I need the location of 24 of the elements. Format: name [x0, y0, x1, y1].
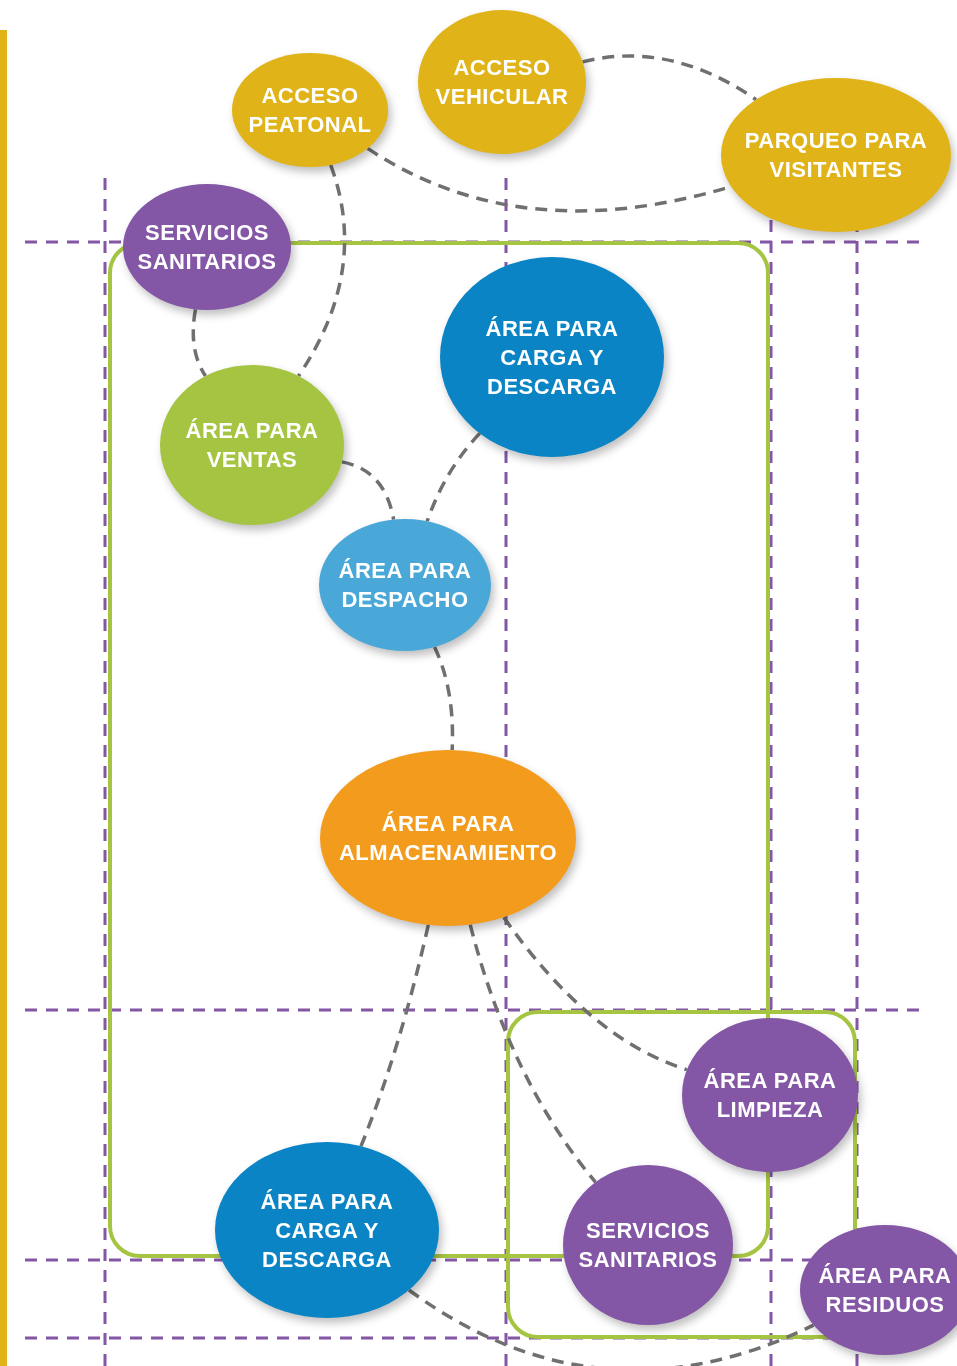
- connector: [191, 309, 207, 377]
- area-label: ÁREA PARA LIMPIEZA: [702, 1067, 838, 1124]
- connector: [468, 924, 597, 1184]
- connector: [341, 460, 396, 520]
- connector: [425, 432, 481, 522]
- area-label: SERVICIOS SANITARIOS: [137, 219, 277, 276]
- area-label: SERVICIOS SANITARIOS: [577, 1217, 719, 1274]
- area-label: ÁREA PARA DESPACHO: [337, 557, 473, 614]
- service-ellipse: [682, 1018, 858, 1172]
- connector: [432, 646, 455, 751]
- area-label: ACCESO VEHICULAR: [434, 54, 570, 111]
- area-label: ÁREA PARA ALMACENAMIENTO: [338, 810, 558, 867]
- area-label: ÁREA PARA CARGA Y DESCARGA: [259, 1187, 395, 1274]
- connector: [359, 924, 430, 1147]
- connector: [502, 916, 688, 1072]
- area-label: PARQUEO PARA VISITANTES: [743, 127, 929, 184]
- area-label: ÁREA PARA RESIDUOS: [817, 1262, 953, 1319]
- connector: [297, 164, 347, 377]
- area-label: ÁREA PARA CARGA Y DESCARGA: [484, 314, 620, 401]
- service-ellipse: [563, 1165, 733, 1325]
- connector: [582, 54, 758, 102]
- area-label: ÁREA PARA VENTAS: [184, 417, 320, 474]
- area-label: ACCESO PEATONAL: [247, 82, 373, 139]
- connector: [407, 1288, 815, 1366]
